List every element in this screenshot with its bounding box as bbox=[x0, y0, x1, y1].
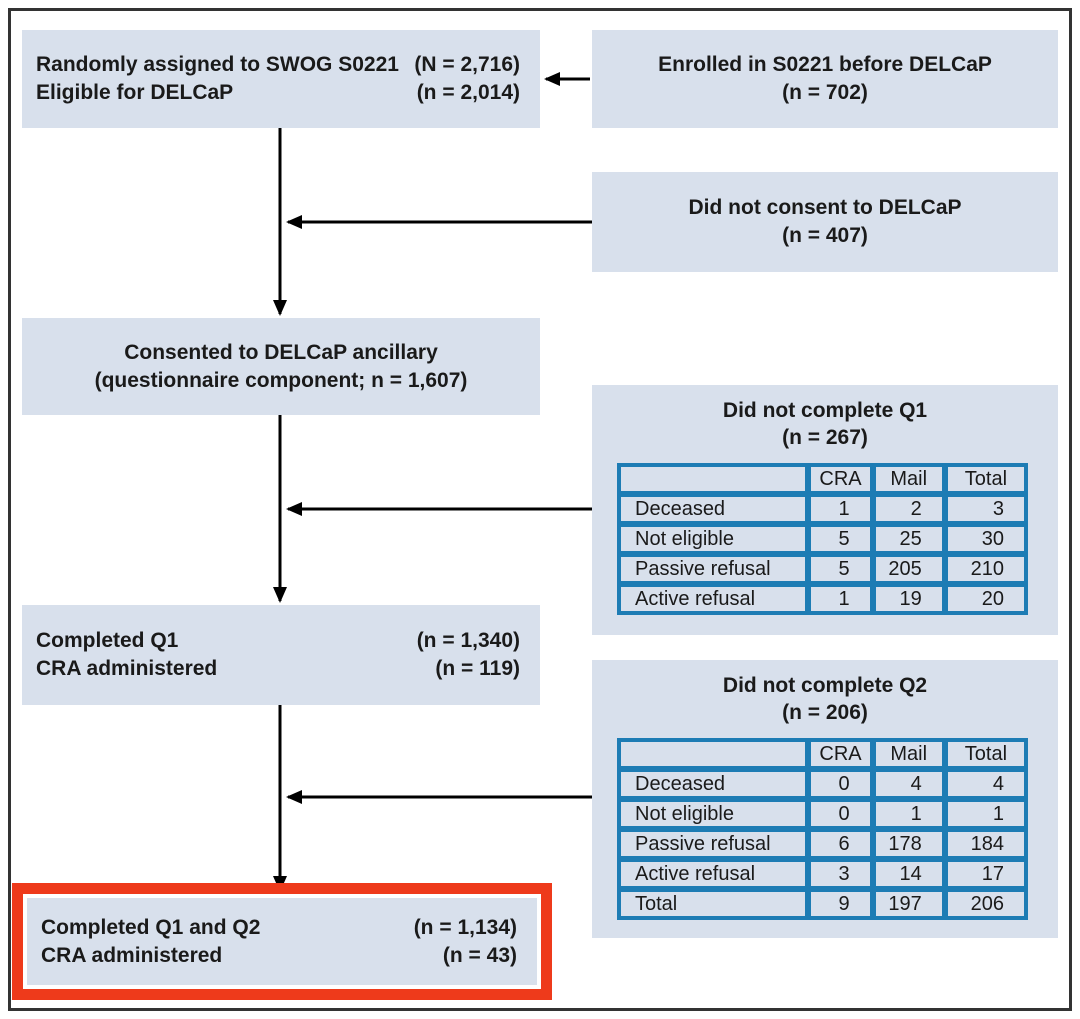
box-value: (n = 1,340) bbox=[416, 629, 520, 652]
table-cell: 197 bbox=[873, 890, 944, 918]
table-cell: 1 bbox=[945, 800, 1026, 828]
table-cell: 4 bbox=[945, 770, 1026, 798]
box-line: Enrolled in S0221 before DELCaP bbox=[658, 53, 992, 76]
box-line: CRA administered (n = 43) bbox=[41, 942, 517, 970]
table-row: Passive refusal 6 178 184 bbox=[619, 830, 1026, 858]
table-cell: Not eligible bbox=[619, 525, 808, 553]
table-cell: Deceased bbox=[619, 495, 808, 523]
box-label: Randomly assigned to SWOG S0221 bbox=[36, 53, 399, 76]
box-label: Eligible for DELCaP bbox=[36, 81, 234, 104]
table-cell: 25 bbox=[873, 525, 944, 553]
box-value: (n = 407) bbox=[782, 224, 868, 247]
box-line: Eligible for DELCaP (n = 2,014) bbox=[36, 79, 520, 107]
box-label: CRA administered bbox=[41, 943, 223, 967]
table-cell: 0 bbox=[809, 770, 872, 798]
table-cell: 6 bbox=[809, 830, 872, 858]
table-header-cell: CRA bbox=[809, 740, 872, 768]
table-cell: 210 bbox=[945, 555, 1026, 583]
panel-subtitle: (n = 267) bbox=[782, 426, 868, 449]
table-header-cell: Mail bbox=[873, 740, 944, 768]
table-cell: Not eligible bbox=[619, 800, 808, 828]
table-cell: 2 bbox=[873, 495, 944, 523]
box-completed-q1-q2: Completed Q1 and Q2 (n = 1,134) CRA admi… bbox=[27, 898, 537, 985]
table-cell: Active refusal bbox=[619, 585, 808, 613]
box-value: (n = 2,014) bbox=[416, 81, 520, 104]
table-row: Total 9 197 206 bbox=[619, 890, 1026, 918]
box-value: (n = 43) bbox=[442, 943, 517, 967]
table-header-cell bbox=[619, 740, 808, 768]
table-cell: 14 bbox=[873, 860, 944, 888]
panel-subtitle: (n = 206) bbox=[782, 701, 868, 724]
table-cell: 9 bbox=[809, 890, 872, 918]
box-line: Completed Q1 and Q2 (n = 1,134) bbox=[41, 914, 517, 942]
table-cell: 5 bbox=[809, 555, 872, 583]
table-cell: 30 bbox=[945, 525, 1026, 553]
box-line: Did not consent to DELCaP bbox=[688, 196, 962, 219]
table-row: Active refusal 3 14 17 bbox=[619, 860, 1026, 888]
box-value: (n = 702) bbox=[782, 81, 868, 104]
table-cell: 1 bbox=[873, 800, 944, 828]
box-line: Completed Q1 (n = 1,340) bbox=[36, 627, 520, 655]
table-cell: Active refusal bbox=[619, 860, 808, 888]
table-header-row: CRA Mail Total bbox=[619, 740, 1026, 768]
table-cell: 205 bbox=[873, 555, 944, 583]
table-cell: 19 bbox=[873, 585, 944, 613]
box-consented: Consented to DELCaP ancillary (questionn… bbox=[22, 318, 540, 415]
table-cell: 184 bbox=[945, 830, 1026, 858]
panel-did-not-complete-q1: Did not complete Q1 (n = 267) CRA Mail T… bbox=[592, 385, 1058, 635]
box-did-not-consent: Did not consent to DELCaP (n = 407) bbox=[592, 172, 1058, 272]
table-cell: Passive refusal bbox=[619, 555, 808, 583]
table-header-cell: Total bbox=[945, 740, 1026, 768]
table-row: Passive refusal 5 205 210 bbox=[619, 555, 1026, 583]
table-cell: 3 bbox=[945, 495, 1026, 523]
box-line: Randomly assigned to SWOG S0221 (N = 2,7… bbox=[36, 51, 520, 79]
table-row: Active refusal 1 19 20 bbox=[619, 585, 1026, 613]
q2-table: CRA Mail Total Deceased 0 4 4 Not eligib… bbox=[617, 738, 1028, 920]
table-row: Deceased 1 2 3 bbox=[619, 495, 1026, 523]
panel-title: Did not complete Q1 bbox=[722, 399, 928, 422]
table-cell: Deceased bbox=[619, 770, 808, 798]
table-header-cell: Mail bbox=[873, 465, 944, 493]
box-line: (questionnaire component; n = 1,607) bbox=[94, 368, 468, 392]
table-cell: Passive refusal bbox=[619, 830, 808, 858]
table-header-cell bbox=[619, 465, 808, 493]
highlight-outline: Completed Q1 and Q2 (n = 1,134) CRA admi… bbox=[12, 883, 552, 1000]
table-cell: 206 bbox=[945, 890, 1026, 918]
table-cell: Total bbox=[619, 890, 808, 918]
box-value: (N = 2,716) bbox=[414, 53, 520, 76]
table-cell: 5 bbox=[809, 525, 872, 553]
panel-title: Did not complete Q2 bbox=[722, 674, 928, 697]
box-line: CRA administered (n = 119) bbox=[36, 655, 520, 683]
table-cell: 20 bbox=[945, 585, 1026, 613]
box-completed-q1: Completed Q1 (n = 1,340) CRA administere… bbox=[22, 605, 540, 705]
panel-did-not-complete-q2: Did not complete Q2 (n = 206) CRA Mail T… bbox=[592, 660, 1058, 938]
figure-border bbox=[8, 8, 1072, 1011]
table-cell: 3 bbox=[809, 860, 872, 888]
table-cell: 4 bbox=[873, 770, 944, 798]
table-row: Deceased 0 4 4 bbox=[619, 770, 1026, 798]
table-header-row: CRA Mail Total bbox=[619, 465, 1026, 493]
table-header-cell: Total bbox=[945, 465, 1026, 493]
table-cell: 1 bbox=[809, 495, 872, 523]
table-header-cell: CRA bbox=[809, 465, 872, 493]
table-cell: 0 bbox=[809, 800, 872, 828]
box-value: (n = 1,134) bbox=[413, 915, 517, 939]
table-cell: 178 bbox=[873, 830, 944, 858]
box-line: Consented to DELCaP ancillary bbox=[124, 340, 438, 364]
table-row: Not eligible 0 1 1 bbox=[619, 800, 1026, 828]
q1-table: CRA Mail Total Deceased 1 2 3 Not eligib… bbox=[617, 463, 1028, 615]
table-cell: 1 bbox=[809, 585, 872, 613]
box-randomly-assigned: Randomly assigned to SWOG S0221 (N = 2,7… bbox=[22, 30, 540, 128]
box-value: (n = 119) bbox=[435, 657, 520, 680]
box-label: Completed Q1 and Q2 bbox=[41, 915, 261, 939]
box-enrolled-before-delcap: Enrolled in S0221 before DELCaP (n = 702… bbox=[592, 30, 1058, 128]
box-label: CRA administered bbox=[36, 657, 218, 680]
box-label: Completed Q1 bbox=[36, 629, 179, 652]
table-cell: 17 bbox=[945, 860, 1026, 888]
table-row: Not eligible 5 25 30 bbox=[619, 525, 1026, 553]
